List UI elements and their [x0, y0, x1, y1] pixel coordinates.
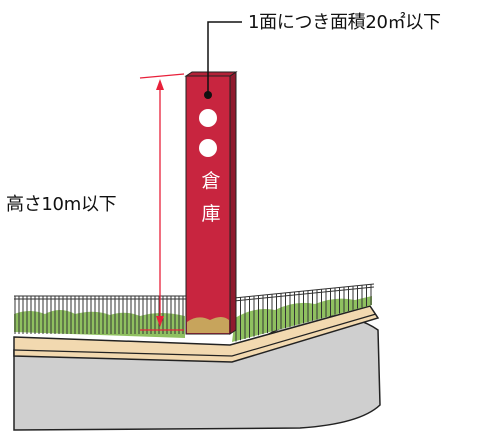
sign-text-line1: 倉	[201, 170, 221, 192]
sign-dot-1	[199, 109, 217, 127]
area-limit-label: 1面につき面積20㎡以下	[248, 12, 441, 33]
sign-base-soil	[187, 317, 229, 333]
sign-tower-top	[184, 71, 238, 77]
ground-top	[13, 305, 380, 363]
sign-dot-2	[199, 139, 217, 157]
sign-tower-side	[229, 71, 237, 335]
height-limit-label: 高さ10m以下	[6, 194, 117, 215]
fence-left	[14, 295, 186, 334]
leader-line	[207, 21, 242, 95]
sign-text-line2: 庫	[201, 203, 221, 225]
height-dimension	[139, 73, 185, 331]
curb-edge	[13, 313, 377, 357]
fence-right	[233, 283, 375, 342]
